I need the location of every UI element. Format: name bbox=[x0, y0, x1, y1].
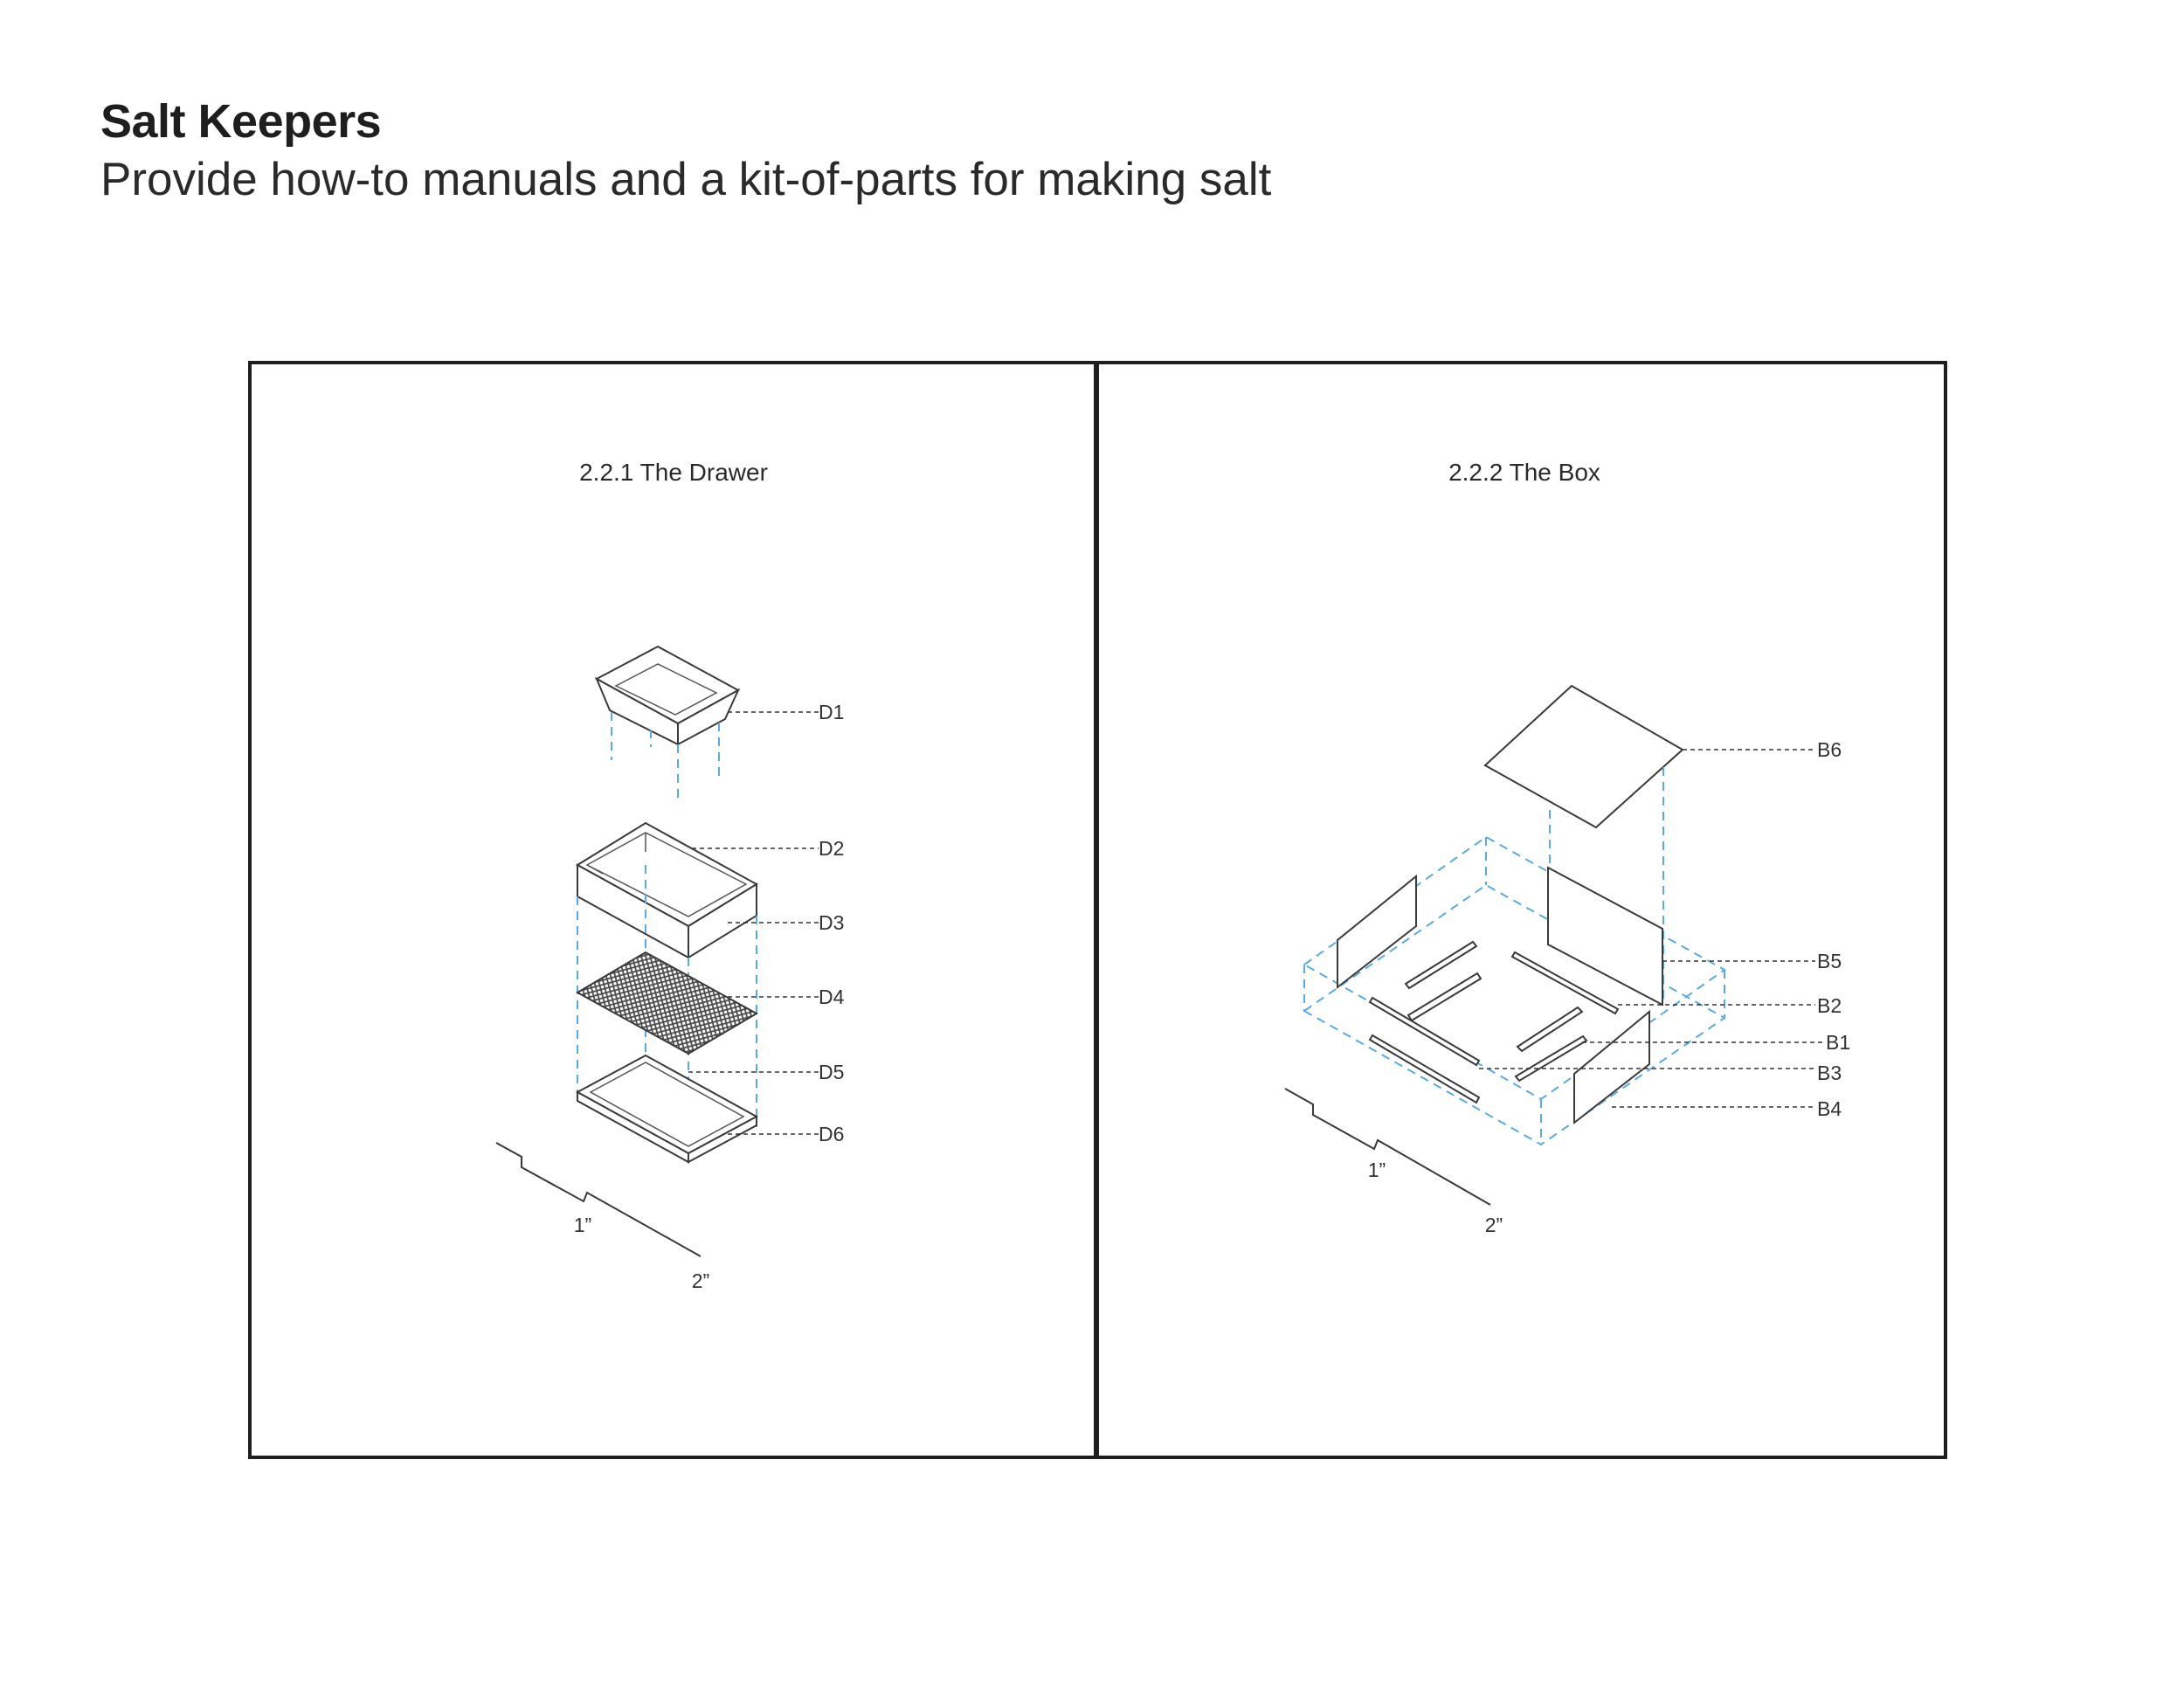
page-subtitle: Provide how-to manuals and a kit-of-part… bbox=[100, 154, 1272, 205]
label-b5: B5 bbox=[1817, 950, 1842, 972]
drawer-panel: 2.2.1 The Drawer bbox=[495, 459, 845, 1292]
part-d2-d3 bbox=[576, 821, 758, 959]
label-d4: D4 bbox=[819, 986, 845, 1008]
label-d5: D5 bbox=[819, 1061, 844, 1083]
part-b6-lid bbox=[1483, 684, 1684, 829]
label-b1: B1 bbox=[1826, 1031, 1850, 1054]
box-panel: 2.2.2 The Box bbox=[1284, 459, 1850, 1236]
part-b5-wall bbox=[1547, 866, 1663, 1007]
box-rails bbox=[1368, 940, 1620, 1104]
panel-divider bbox=[1094, 361, 1099, 1459]
label-d2: D2 bbox=[819, 837, 844, 860]
drawer-scale-2in: 2” bbox=[692, 1269, 709, 1292]
page-title: Salt Keepers bbox=[100, 95, 382, 148]
drawer-panel-title: 2.2.1 The Drawer bbox=[579, 459, 768, 486]
box-panel-title: 2.2.2 The Box bbox=[1448, 459, 1600, 486]
part-end-wall-left bbox=[1337, 874, 1417, 990]
label-b6: B6 bbox=[1817, 738, 1842, 761]
box-scale-2in: 2” bbox=[1485, 1214, 1503, 1236]
label-d6: D6 bbox=[819, 1123, 844, 1145]
label-d1: D1 bbox=[819, 701, 844, 723]
drawer-scale-1in: 1” bbox=[574, 1214, 591, 1236]
part-d1 bbox=[594, 645, 741, 746]
label-b4: B4 bbox=[1817, 1097, 1842, 1120]
drawer-scale-bar bbox=[495, 1142, 702, 1257]
part-d5-d6 bbox=[575, 1054, 759, 1164]
part-b4-wall bbox=[1573, 1009, 1650, 1125]
label-d3: D3 bbox=[819, 911, 844, 934]
label-b2: B2 bbox=[1817, 994, 1842, 1017]
box-scale-1in: 1” bbox=[1368, 1159, 1386, 1181]
label-b3: B3 bbox=[1817, 1062, 1842, 1084]
part-d4-mesh bbox=[575, 951, 759, 1055]
box-scale-bar bbox=[1284, 1088, 1491, 1206]
